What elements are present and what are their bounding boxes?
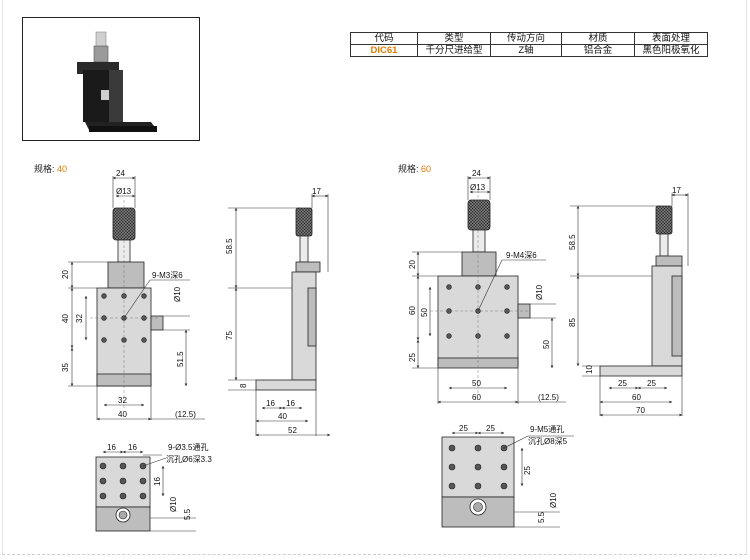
dim-left-side-h8: 8 bbox=[239, 383, 248, 388]
dim-right-screw: 9-M4深6 bbox=[506, 251, 537, 260]
dim-left-side-w52: 52 bbox=[288, 426, 297, 435]
dim-left-w12-5: (12.5) bbox=[175, 410, 196, 419]
spec-value-right: 60 bbox=[421, 164, 432, 174]
lock-screw-left bbox=[150, 315, 164, 331]
side-knob-right bbox=[655, 205, 673, 235]
dim-left-bottom-h5-5: 5.5 bbox=[183, 508, 192, 520]
side-knob-left bbox=[295, 207, 313, 237]
dim-left-screw: 9-M3深6 bbox=[152, 271, 183, 280]
side-top-left bbox=[295, 261, 321, 273]
dim-left-side-w17: 17 bbox=[312, 187, 321, 196]
side-rail-right bbox=[671, 275, 683, 357]
dim-left-w40: 40 bbox=[118, 410, 127, 419]
dim-right-bottom-w25a: 25 bbox=[459, 424, 468, 433]
dim-right-h60: 60 bbox=[408, 306, 417, 315]
product-photo-frame bbox=[22, 17, 200, 141]
dim-right-side-w25b: 25 bbox=[647, 379, 656, 388]
dim-left-side-w16b: 16 bbox=[286, 399, 295, 408]
dim-right-side-h85: 85 bbox=[568, 318, 577, 327]
left-front-view: 24 Ø13 20 40 32 35 9-M3深6 Ø10 51.5 32 40… bbox=[61, 169, 205, 421]
dim-left-h20: 20 bbox=[61, 270, 70, 279]
dim-left-side-h58-5: 58.5 bbox=[225, 238, 234, 254]
dim-right-h25: 25 bbox=[408, 353, 417, 362]
dim-left-bottom-h16: 16 bbox=[153, 477, 162, 486]
dim-left-bottom-holes2: 沉孔Ø6深3.3 bbox=[166, 455, 212, 464]
dim-left-dia13: Ø13 bbox=[116, 187, 132, 196]
dim-left-dia10: Ø10 bbox=[173, 286, 182, 302]
dim-left-bottom-w16a: 16 bbox=[107, 443, 116, 452]
left-bottom-view: 16 16 9-Ø3.5通孔 沉孔Ø6深3.3 16 Ø10 5.5 bbox=[95, 442, 212, 532]
product-photo bbox=[77, 31, 157, 132]
dim-right-side-w25a: 25 bbox=[618, 379, 627, 388]
dim-right-side-w60: 60 bbox=[632, 393, 641, 402]
dim-right-h50: 50 bbox=[420, 308, 429, 317]
spec-label-right: 规格: 60 bbox=[398, 162, 431, 175]
dim-right-bottom-w25b: 25 bbox=[486, 424, 495, 433]
top-block-right bbox=[461, 251, 497, 277]
dim-left-side-w40: 40 bbox=[278, 412, 287, 421]
dim-left-bottom-dia10: Ø10 bbox=[169, 496, 178, 512]
side-sleeve-right bbox=[659, 233, 669, 257]
spec-table-row: DIC61 千分尺进给型 Z轴 铝合金 黑色阳极氧化 bbox=[350, 44, 708, 57]
mount-holes-right bbox=[446, 284, 510, 339]
dim-right-h50b: 50 bbox=[542, 340, 551, 349]
side-rail-left bbox=[307, 287, 317, 347]
bottom-holes-right bbox=[448, 444, 508, 490]
dim-right-w12-5: (12.5) bbox=[538, 393, 559, 402]
spec-label-left: 规格: 40 bbox=[34, 162, 67, 175]
dim-right-w50: 50 bbox=[472, 379, 481, 388]
side-base-left bbox=[255, 379, 317, 391]
lock-screw-right bbox=[517, 303, 531, 319]
dim-left-bottom-holes1: 9-Ø3.5通孔 bbox=[168, 442, 208, 452]
right-front-view: 24 Ø13 20 60 50 25 9-M4深6 Ø10 50 50 60 (… bbox=[408, 169, 566, 404]
table-header-material: 材质 bbox=[561, 32, 635, 45]
right-bottom-view: 25 25 9-M5通孔 沉孔Ø8深5 25 Ø10 5.5 bbox=[441, 424, 574, 528]
dim-left-h35: 35 bbox=[61, 363, 70, 372]
left-side-view: 17 58.5 75 8 16 16 40 52 bbox=[225, 187, 331, 437]
dim-left-h40: 40 bbox=[61, 314, 70, 323]
dim-left-side-h75: 75 bbox=[225, 331, 234, 340]
micrometer-sleeve-right bbox=[472, 229, 486, 253]
dim-right-dia10: Ø10 bbox=[535, 284, 544, 300]
dim-left-h32: 32 bbox=[75, 314, 84, 323]
dim-left-width24: 24 bbox=[116, 169, 125, 178]
table-cell-direction: Z轴 bbox=[490, 44, 562, 57]
spec-label-text-right: 规格: bbox=[398, 164, 419, 174]
dim-right-h20: 20 bbox=[408, 260, 417, 269]
dim-right-bottom-h25: 25 bbox=[523, 466, 532, 475]
dim-right-bottom-h5-5: 5.5 bbox=[537, 511, 546, 523]
micrometer-knob-right bbox=[467, 199, 491, 231]
right-side-view: 17 58.5 85 10 25 25 60 70 bbox=[568, 186, 689, 417]
spec-label-text-left: 规格: bbox=[34, 164, 55, 174]
dim-right-bottom-holes1: 9-M5通孔 bbox=[530, 424, 564, 434]
dim-right-dia13: Ø13 bbox=[470, 183, 486, 192]
top-block-left bbox=[107, 261, 145, 289]
bottom-holes-left bbox=[99, 462, 147, 500]
dim-left-side-w16a: 16 bbox=[266, 399, 275, 408]
table-cell-code: DIC61 bbox=[350, 44, 418, 57]
dim-right-side-w17: 17 bbox=[672, 186, 681, 195]
dim-right-bottom-dia10: Ø10 bbox=[549, 492, 558, 508]
side-top-right bbox=[655, 255, 683, 267]
spec-table: 代码 类型 传动方向 材质 表面处理 DIC61 千分尺进给型 Z轴 铝合金 黑… bbox=[350, 32, 708, 57]
dim-left-h51-5: 51.5 bbox=[176, 351, 185, 367]
dim-right-w60: 60 bbox=[472, 393, 481, 402]
side-base-right bbox=[599, 365, 683, 377]
side-sleeve-left bbox=[299, 235, 309, 263]
dim-right-width24: 24 bbox=[472, 169, 481, 178]
dim-left-bottom-w16b: 16 bbox=[128, 443, 137, 452]
table-cell-surface: 黑色阳极氧化 bbox=[634, 44, 708, 57]
dim-right-side-w70: 70 bbox=[636, 406, 645, 415]
spec-value-left: 40 bbox=[57, 164, 68, 174]
dim-right-bottom-holes2: 沉孔Ø8深5 bbox=[528, 437, 568, 446]
dim-right-side-h10: 10 bbox=[585, 365, 594, 374]
dim-right-side-h58-5: 58.5 bbox=[568, 234, 577, 250]
dim-left-w32: 32 bbox=[118, 396, 127, 405]
spec-table-header-row: 代码 类型 传动方向 材质 表面处理 bbox=[350, 32, 708, 45]
table-header-direction: 传动方向 bbox=[490, 32, 562, 45]
